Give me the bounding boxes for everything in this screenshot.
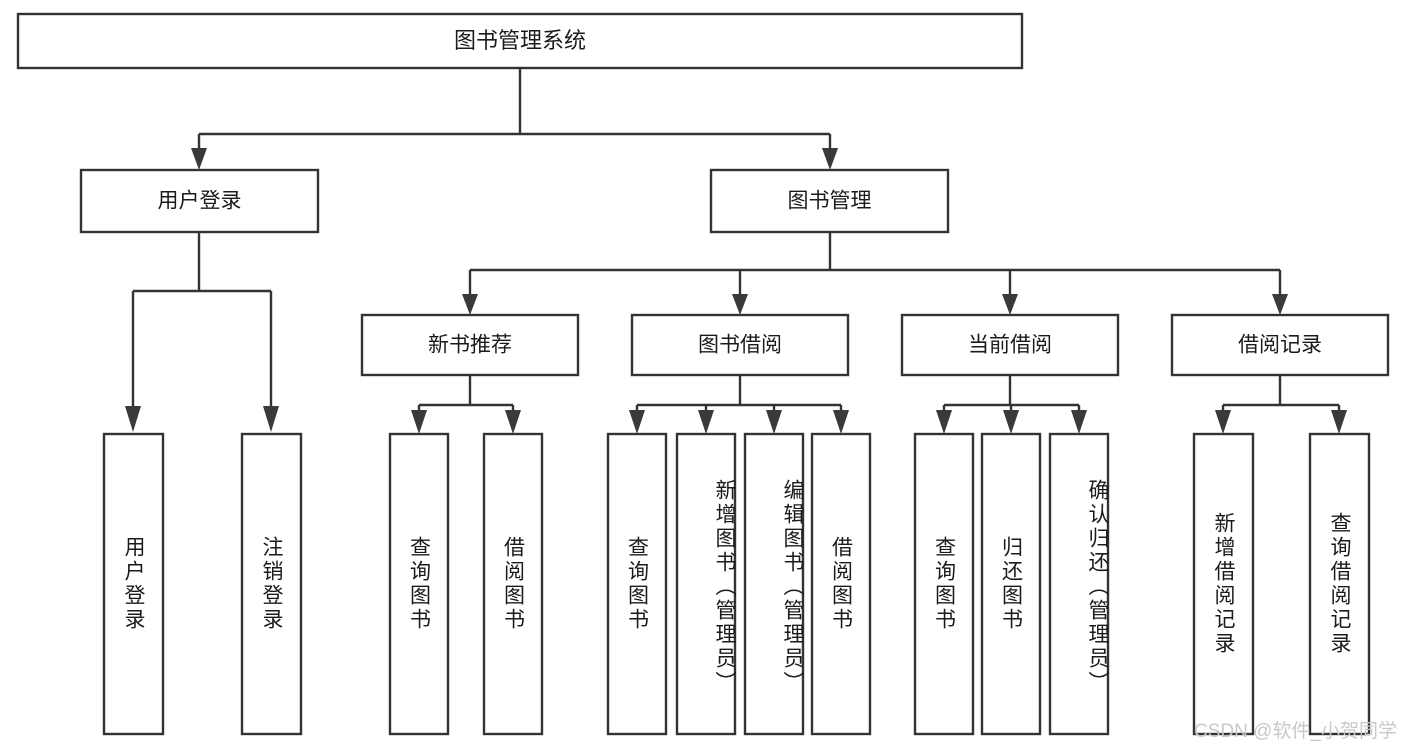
arrow-to-new-book [462, 294, 478, 315]
node-new-book-recommend-box[interactable] [360, 313, 580, 377]
arrow-to-book-mgmt [822, 148, 838, 170]
leaf-box-user-login-1[interactable] [102, 432, 165, 736]
leaf-box-user-login-2[interactable] [240, 432, 303, 736]
arrow-to-user-login [191, 148, 207, 170]
leaf-box-new-book-2[interactable] [482, 432, 544, 736]
node-borrow-record-label: 借阅记录 [1238, 334, 1322, 357]
leaf-box-current-borrow-3[interactable] [1048, 432, 1110, 736]
node-borrow-record[interactable]: 借阅记录 [1170, 313, 1390, 377]
node-current-borrow[interactable]: 当前借阅 [900, 313, 1120, 377]
node-book-borrow[interactable]: 图书借阅 [630, 313, 850, 377]
arrow-bookborrow-leaf-4 [833, 410, 849, 434]
leaf-box-book-borrow-1[interactable] [606, 432, 668, 736]
node-current-borrow-label: 当前借阅 [968, 334, 1052, 357]
node-book-borrow-box[interactable] [630, 313, 850, 377]
arrow-borrowrecord-leaf-2 [1331, 410, 1347, 434]
leaf-box-book-borrow-2[interactable] [675, 432, 737, 736]
leaf-box-new-book-1[interactable] [388, 432, 450, 736]
connector-layer [125, 68, 1347, 434]
node-user-login-label: 用户登录 [158, 190, 242, 213]
arrow-to-current-borrow [1002, 294, 1018, 315]
arrow-to-book-borrow [732, 294, 748, 315]
arrow-newbook-leaf-1 [411, 410, 427, 434]
node-borrow-record-box[interactable] [1170, 313, 1390, 377]
arrow-currentborrow-leaf-2 [1003, 410, 1019, 434]
node-user-login-box[interactable] [79, 168, 320, 234]
csdn-watermark: CSDN @软件_小贺同学 [1194, 721, 1397, 742]
node-root-label: 图书管理系统 [454, 28, 586, 53]
leaf-box-borrow-record-2[interactable] [1308, 432, 1371, 736]
arrow-userlogin-leaf-2 [263, 406, 279, 432]
arrow-bookborrow-leaf-2 [698, 410, 714, 434]
node-current-borrow-box[interactable] [900, 313, 1120, 377]
arrow-newbook-leaf-2 [505, 410, 521, 434]
leaf-box-current-borrow-2[interactable] [980, 432, 1042, 736]
arrow-currentborrow-leaf-1 [936, 410, 952, 434]
arrow-bookborrow-leaf-1 [629, 410, 645, 434]
leaf-box-book-borrow-3[interactable] [743, 432, 805, 736]
arrow-currentborrow-leaf-3 [1071, 410, 1087, 434]
node-root[interactable]: 图书管理系统 [16, 12, 1024, 70]
leaf-box-current-borrow-1[interactable] [913, 432, 975, 736]
arrow-to-borrow-record [1272, 294, 1288, 315]
arrow-bookborrow-leaf-3 [766, 410, 782, 434]
node-book-management-box[interactable] [709, 168, 950, 234]
leaf-box-borrow-record-1[interactable] [1192, 432, 1255, 736]
arrow-userlogin-leaf-1 [125, 406, 141, 432]
node-new-book-recommend[interactable]: 新书推荐 [360, 313, 580, 377]
node-book-management-label: 图书管理 [788, 190, 872, 213]
node-root-box[interactable] [16, 12, 1024, 70]
leaf-box-book-borrow-4[interactable] [810, 432, 872, 736]
node-new-book-recommend-label: 新书推荐 [428, 334, 512, 357]
arrow-borrowrecord-leaf-1 [1215, 410, 1231, 434]
node-user-login[interactable]: 用户登录 [79, 168, 320, 234]
node-book-borrow-label: 图书借阅 [698, 334, 782, 357]
node-book-management[interactable]: 图书管理 [709, 168, 950, 234]
